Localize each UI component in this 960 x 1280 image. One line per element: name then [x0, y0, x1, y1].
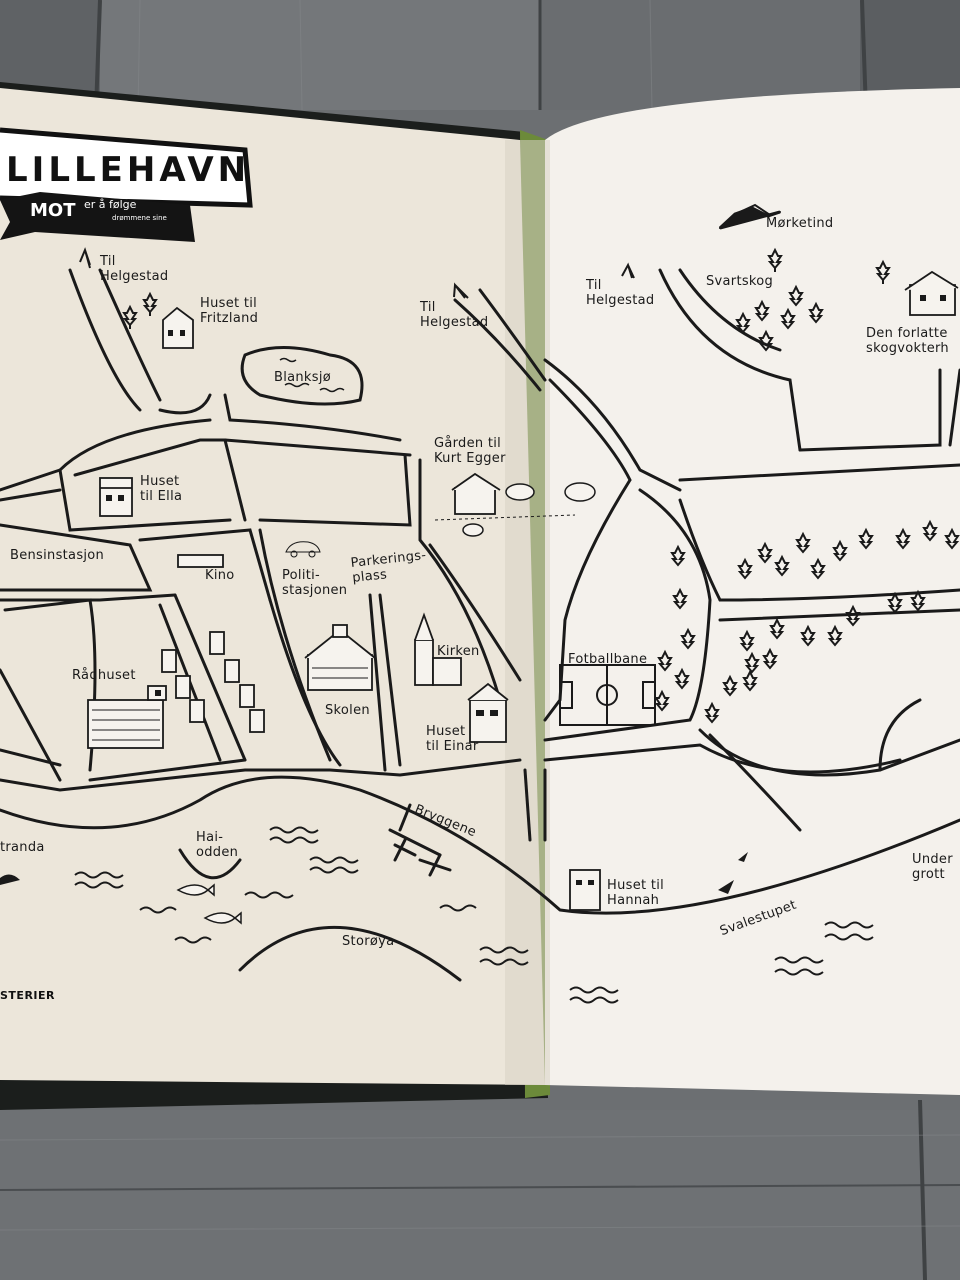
label-skogvokterhytte: Den forlatte skogvokterh — [866, 326, 949, 356]
motto-line-2: drømmene sine — [112, 214, 167, 222]
label-til-helgestad-middle: Til Helgestad — [420, 300, 489, 330]
label-garden-kurt-egger: Gården til Kurt Egger — [434, 436, 506, 466]
label-fotballbane: Fotballbane — [568, 652, 648, 667]
label-bensinstasjon: Bensinstasjon — [10, 548, 105, 563]
label-storoya: Storøya — [342, 934, 395, 949]
publisher-text: STERIER — [0, 989, 55, 1002]
label-kirken: Kirken — [437, 644, 480, 659]
label-politistasjonen: Politi- stasjonen — [282, 568, 348, 598]
label-stranda: tranda — [0, 840, 45, 855]
label-morketind: Mørketind — [766, 216, 834, 231]
label-til-helgestad-right: Til Helgestad — [586, 278, 655, 308]
label-huset-hannah: Huset til Hannah — [607, 878, 665, 908]
label-blanksjo: Blanksjø — [274, 370, 332, 385]
label-til-helgestad-left: Til Helgestad — [100, 254, 169, 284]
label-haiodden: Hai- odden — [196, 830, 239, 860]
right-page — [545, 88, 960, 1095]
motto-ribbon — [0, 192, 195, 242]
label-skolen: Skolen — [325, 703, 370, 718]
label-huset-einar: Huset til Einar — [426, 724, 479, 754]
label-radhuset: Rådhuset — [72, 668, 136, 683]
motto-strong: MOT — [30, 200, 76, 221]
label-undervannsgrotte: Under grott — [912, 852, 953, 882]
map-title: LILLEHAVN — [6, 150, 251, 190]
motto-line-1: er å følge — [84, 198, 137, 211]
label-huset-ella: Huset til Ella — [140, 474, 183, 504]
label-huset-fritzland: Huset til Fritzland — [200, 296, 259, 326]
label-kino: Kino — [205, 568, 235, 583]
label-svartskog: Svartskog — [706, 274, 774, 289]
